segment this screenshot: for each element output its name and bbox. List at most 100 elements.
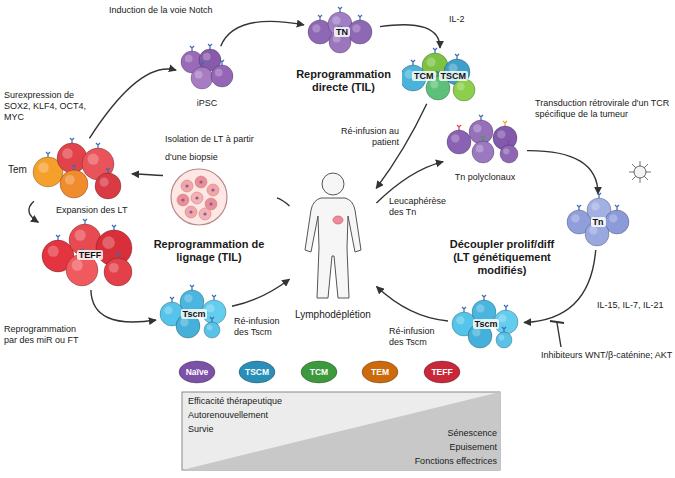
stage-ellipse: TCM [300,360,338,384]
cell-highlight [164,306,172,314]
cell-highlight [185,55,193,63]
tn-cluster: Tn [565,196,631,248]
cell-highlight [499,335,505,341]
polyclonal-tn-cluster: Tn polyclonaux [445,118,525,184]
label-wrap: Tn polyclonaux [445,166,525,184]
virus-spike [632,164,648,180]
tissue-cell [177,194,189,206]
flow-arrow [29,201,38,222]
cell-nucleus [185,184,188,187]
inhibitor-line [557,323,561,347]
node-label: TCM [412,71,436,82]
section-title: Reprogrammation de lignage (TIL) [148,238,270,264]
node-label: TCM [310,367,328,377]
node-label: TSCM [439,71,469,82]
cell-nucleus [211,188,214,191]
cell-highlight [472,328,480,336]
cell-highlight [430,80,438,88]
flow-arrow [527,151,598,194]
stage-ellipse: TEM [361,360,399,384]
cell-highlight [591,202,599,210]
cell-highlight [203,53,211,61]
t-cell [60,170,88,198]
stage-shape [179,361,215,383]
cell-highlight [102,236,115,249]
node-label: Lymphodéplétion [295,309,371,321]
flow-arrow [132,174,163,176]
cell-highlight [99,178,108,187]
label-wrap: Naïve [178,360,216,384]
t-cell [95,173,121,199]
node-label: TN [334,27,350,38]
cell-highlight [609,214,617,222]
t-cell [204,322,220,338]
cell-highlight [476,304,484,312]
cell-highlight [195,71,203,79]
tissue-cell [195,176,207,188]
label-wrap: TEM [361,360,399,384]
arrow-label: Ré-infusion des Tscm [233,316,291,338]
cell-highlight [457,83,465,91]
cell-highlight [456,316,464,324]
node-label: TSCM [245,367,269,377]
cell-highlight [476,145,484,153]
cell-highlight [180,318,188,326]
stage-shape [362,361,398,383]
cell-nucleus [209,202,212,205]
stage-ellipse: TEFF [423,360,461,384]
gradient-text: Efficacité thérapeutique [187,396,283,407]
arrow-label: Leucaphérèse des Tn [388,196,450,218]
node-label: TEM [371,367,389,377]
arrow-label: Reprogrammation par des miR ou FT [3,324,91,346]
cell-highlight [207,325,213,331]
cell-highlight [88,154,99,165]
tscm-cluster: Tscm [158,288,230,340]
gradient-wedge [182,392,500,470]
t-cell [104,258,132,286]
virus-symbol [629,161,651,183]
tissue-cell [207,184,219,196]
flow-arrow [221,21,304,46]
virus-spike [632,164,648,180]
label-wrap: TN [306,10,378,54]
biopsy-tissue [171,169,227,225]
stage-ellipse: TSCM [238,360,276,384]
gradient-text: Epuisement [396,442,498,453]
label-wrap: TCMTSCM [398,50,482,102]
t-cell [453,79,475,101]
tissue-cell [199,208,211,220]
cell-highlight [62,148,73,159]
tissue-cell [185,206,197,218]
head-outline [322,173,344,195]
section-title: Reprogrammation directe (TIL) [285,68,402,94]
cell-nucleus [189,210,192,213]
label-wrap: Tscm [158,288,230,340]
cell-highlight [206,304,214,312]
arrow-label: IL-2 [448,14,466,25]
node-label: Naïve [186,367,209,377]
tumor-spot [333,216,343,224]
arrow-label: Induction de la voie Notch [108,5,214,16]
arrow-label: Expansion des LT [55,205,128,216]
teff-cluster: TEFF [40,222,140,288]
stage-shape [239,361,275,383]
tem-cluster: Tem [8,140,130,200]
cell-highlight [109,263,119,273]
node-label: iPSC [197,98,218,109]
cell-highlight [498,314,506,322]
cell-highlight [332,16,340,24]
t-cell [472,141,494,163]
cell-nucleus [199,180,202,183]
cell-highlight [72,260,83,271]
t-cell [191,67,213,89]
tscm-cluster: Tscm [450,298,522,350]
node-label: Tscm [181,309,208,320]
label-wrap: TEFF [423,360,461,384]
gradient-text: Fonctions effectrices [396,456,498,467]
node-label: Tn polyclonaux [455,172,516,183]
arrow-label: IL-15, IL-7, IL-21 [596,300,665,311]
body-outline [305,198,361,298]
section-title: Découpler prolif/diff (LT génétiquement … [440,238,564,277]
node-label: Isolation de LT à partir d'une biopsie [165,134,254,162]
node-label: Tscm [473,319,500,330]
